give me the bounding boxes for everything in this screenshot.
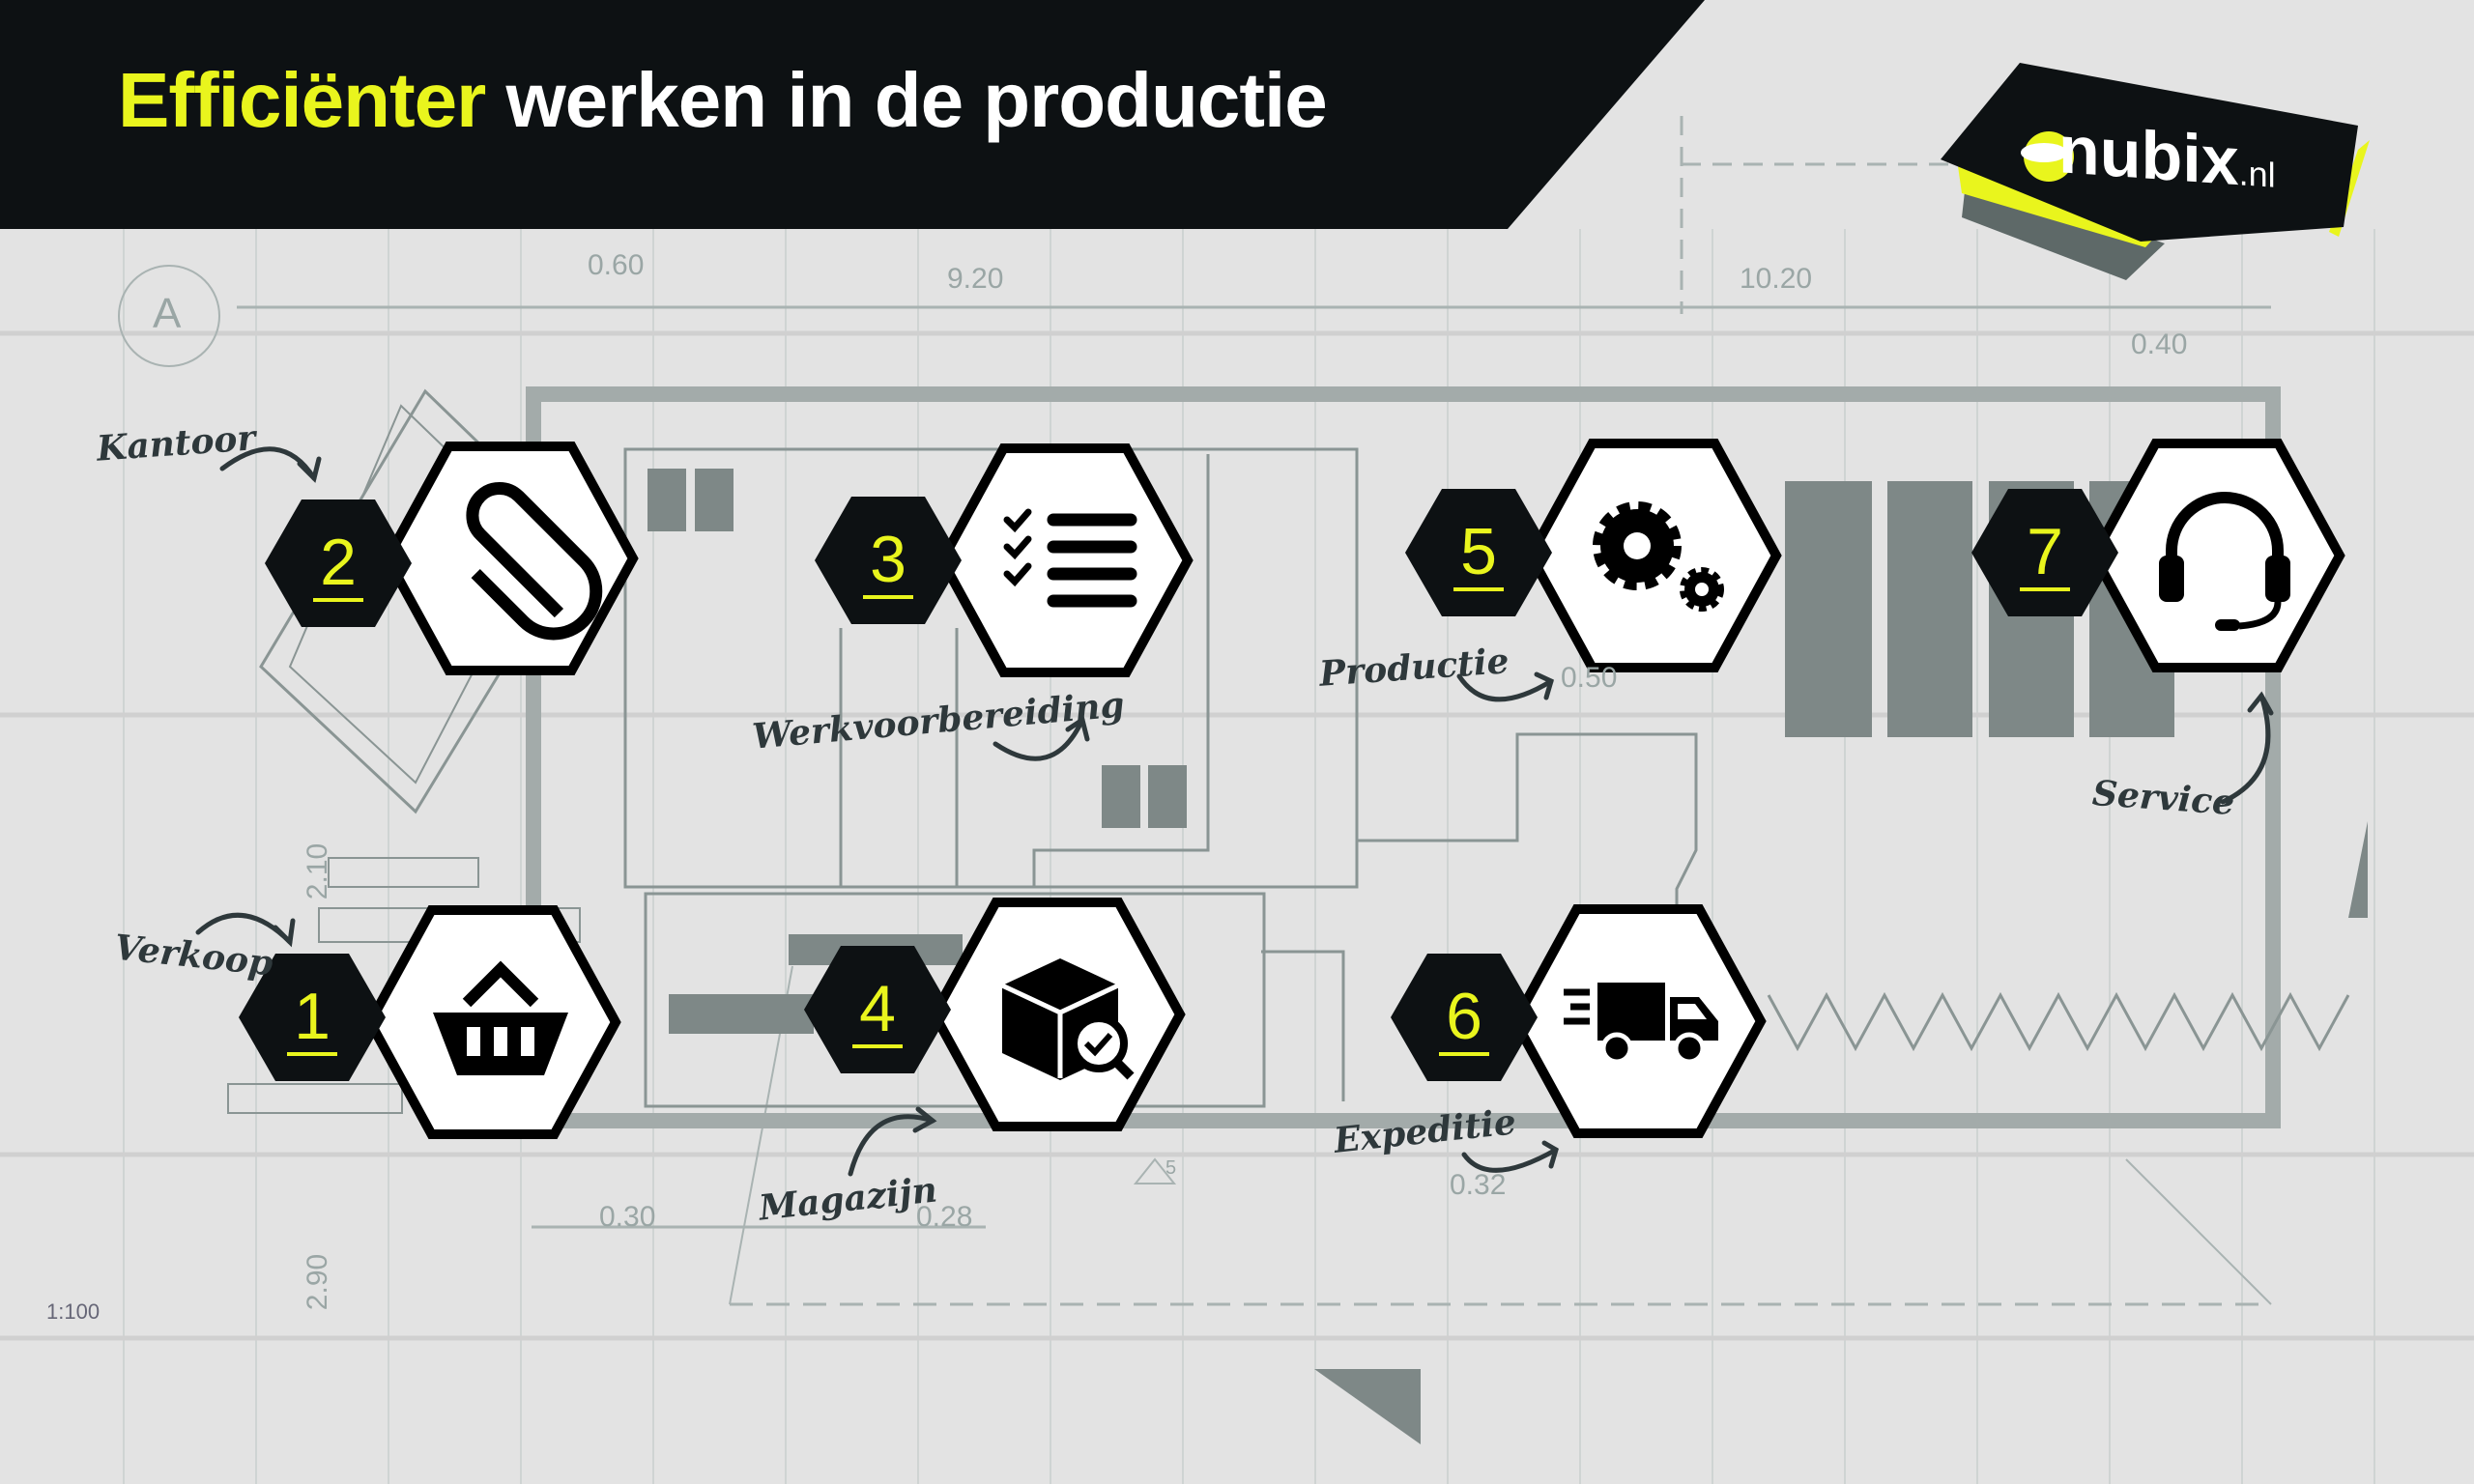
arrows (195, 446, 2274, 1177)
dim-label: 2.90 (302, 1253, 334, 1311)
title-rest: werken in de productie (505, 57, 1327, 143)
dim-label: 0.60 (588, 249, 645, 281)
number-hexagon (265, 499, 412, 627)
dim-label: 2.10 (302, 842, 334, 900)
checklist-icon (1003, 508, 1137, 608)
logo-suffix: .nl (2238, 153, 2276, 195)
paperclip-icon (466, 481, 603, 641)
step-number: 2 (320, 526, 357, 599)
step-4-magazijn: 4 (804, 898, 1186, 1131)
dim-label: 0.30 (599, 1201, 656, 1233)
grid-lines (0, 229, 2474, 1484)
delivery-truck-icon (1564, 983, 1718, 1065)
dim-label: 0.40 (2131, 328, 2188, 360)
title-highlight: Efficiënter (118, 57, 486, 143)
step-number: 6 (1446, 980, 1482, 1053)
floor-plan (227, 386, 2350, 1128)
gears-icon (1593, 501, 1724, 612)
step-6-expeditie: 6 (1391, 904, 1767, 1138)
dim-label: 0.28 (916, 1201, 973, 1233)
equipment-blocks (647, 469, 2368, 1444)
icon-hexagon (936, 443, 1194, 677)
nubix-logo (1941, 63, 2370, 280)
logo-name: nubix (2058, 111, 2239, 200)
grid-marker: A (153, 290, 182, 337)
shopping-basket-icon (433, 960, 568, 1075)
number-hexagon (1405, 489, 1552, 616)
dim-label: 0.50 (1561, 662, 1618, 694)
step-1-verkoop: 1 (239, 905, 621, 1139)
step-number: 7 (2027, 515, 2063, 588)
number-hexagon (815, 497, 962, 624)
step-number: 3 (870, 523, 906, 596)
step-5-productie: 5 (1405, 439, 1782, 672)
dim-label: 5 (1165, 1157, 1177, 1179)
number-hexagon (1971, 489, 2118, 616)
dim-label: 10.20 (1740, 263, 1813, 295)
header-banner (0, 0, 1705, 229)
dim-label: 0.32 (1450, 1169, 1507, 1201)
page-title: Efficiënter werken in de productie (118, 56, 1328, 145)
step-number: 4 (859, 972, 896, 1045)
step-number: 1 (294, 980, 331, 1053)
number-hexagon (239, 954, 386, 1081)
step-2-kantoor: 2 (265, 442, 639, 675)
number-hexagon (804, 946, 951, 1073)
box-search-icon (1000, 958, 1135, 1080)
step-3-werkvoorbereiding: 3 (815, 443, 1194, 677)
step-7-service: 7 (1971, 439, 2345, 672)
logo-text: nubix.nl (2058, 110, 2276, 203)
step-number: 5 (1460, 515, 1497, 588)
number-hexagon (1391, 954, 1538, 1081)
headset-icon (2159, 492, 2290, 631)
scale-label: 1:100 (46, 1299, 101, 1324)
dim-label: 9.20 (947, 263, 1004, 295)
